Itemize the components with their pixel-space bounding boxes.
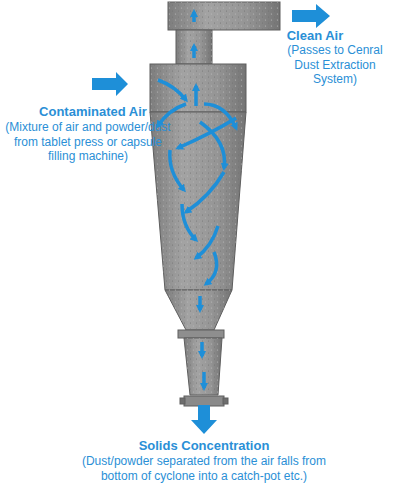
- inlet-note: (Mixture of air and powder/dust from tab…: [4, 120, 172, 164]
- outlet-note: (Passes to Cenral Dust Extraction System…: [276, 43, 394, 87]
- solids-title: Solids Concentration: [100, 438, 308, 454]
- solids-note: (Dust/powder separated from the air fall…: [70, 454, 338, 483]
- outlet-arrow: [292, 4, 330, 28]
- flow-arrows: [158, 12, 236, 388]
- outlet-title: Clean Air: [280, 28, 350, 44]
- inlet-arrow: [92, 72, 128, 96]
- cyclone-body: [150, 2, 280, 406]
- solids-arrow: [191, 405, 217, 434]
- metal-texture: [150, 2, 280, 395]
- inlet-title: Contaminated Air: [18, 104, 168, 120]
